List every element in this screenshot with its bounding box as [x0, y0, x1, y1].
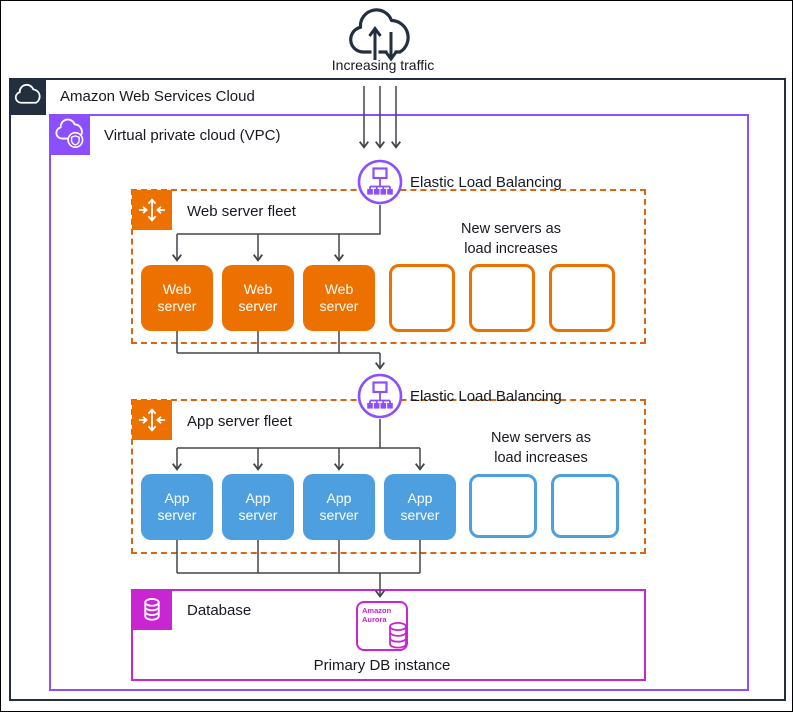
increasing-traffic-label: Increasing traffic: [331, 57, 435, 73]
database-label: Database: [187, 602, 252, 619]
web-server-node: Web server: [222, 265, 294, 331]
app-server-node: App server: [303, 474, 375, 540]
web-server-label: Web server: [319, 280, 359, 315]
cloud-traffic-icon: [349, 8, 410, 62]
amazon-aurora-node: Amazon Aurora: [356, 601, 408, 651]
aws-cloud-label: Amazon Web Services Cloud: [60, 88, 255, 105]
amazon-aurora-icon: [389, 622, 407, 649]
primary-db-instance-label: Primary DB instance: [313, 657, 451, 674]
web-fleet-label: Web server fleet: [187, 203, 296, 220]
vpc-header: [49, 114, 90, 155]
app-fleet-header: [132, 400, 172, 440]
database-cylinder-icon: [144, 598, 160, 621]
aws-cloud-icon: [14, 83, 41, 104]
web-fleet-note-line1: New servers as: [461, 221, 561, 237]
app-server-node: App server: [141, 474, 213, 540]
app-server-label: App server: [319, 489, 359, 524]
web-server-node: Web server: [141, 265, 213, 331]
vpc-group-border: [49, 114, 749, 691]
aws-cloud-header: [9, 78, 46, 115]
app-server-empty-slot: [469, 474, 537, 538]
app-server-empty-slot: [551, 474, 619, 538]
amazon-aurora-label: Amazon Aurora: [362, 606, 392, 624]
web-server-empty-slot: [549, 264, 615, 332]
app-fleet-label: App server fleet: [187, 413, 293, 430]
elb-mid-label: Elastic Load Balancing: [410, 388, 562, 405]
web-server-empty-slot: [469, 264, 535, 332]
web-server-empty-slot: [389, 264, 455, 332]
app-server-label: App server: [400, 489, 440, 524]
web-fleet-header: [132, 190, 172, 230]
app-fleet-note-line2: load increases: [494, 449, 588, 466]
web-server-node: Web server: [303, 265, 375, 331]
app-server-label: App server: [238, 489, 278, 524]
app-fleet-note: New servers as load increases: [451, 429, 631, 468]
vpc-label: Virtual private cloud (VPC): [104, 127, 281, 144]
app-server-node: App server: [222, 474, 294, 540]
elastic-load-balancing-icon: [357, 159, 403, 205]
web-server-label: Web server: [238, 280, 278, 315]
app-server-node: App server: [384, 474, 456, 540]
database-group-border: [131, 589, 646, 681]
aws-cloud-group-border: [9, 78, 786, 701]
auto-scaling-icon: [138, 198, 166, 222]
app-server-label: App server: [157, 489, 197, 524]
web-fleet-note: New servers as load increases: [421, 220, 601, 259]
elastic-load-balancing-icon: [357, 373, 403, 419]
elb-top-label: Elastic Load Balancing: [410, 174, 562, 191]
app-fleet-note-line1: New servers as: [491, 430, 591, 446]
auto-scaling-icon: [138, 408, 166, 432]
vpc-shield-icon: [55, 118, 84, 148]
database-header: [132, 590, 172, 630]
web-fleet-note-line2: load increases: [464, 240, 558, 257]
web-server-label: Web server: [157, 280, 197, 315]
